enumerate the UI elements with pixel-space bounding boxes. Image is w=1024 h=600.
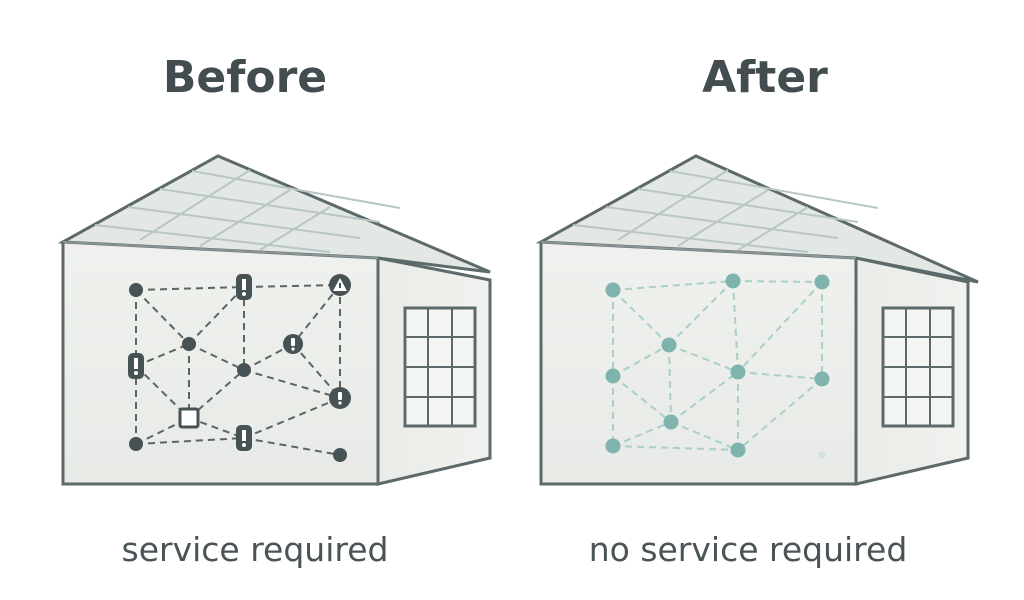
- network-nodes: [129, 283, 347, 462]
- greenhouse-after: [535, 154, 979, 486]
- sensor-node-icon: [605, 282, 621, 298]
- window: [881, 306, 955, 428]
- sensor-node-icon: [661, 337, 677, 353]
- exclamation-icon: [236, 425, 252, 451]
- exclamation-icon: [128, 353, 144, 379]
- info-icon: [329, 387, 351, 409]
- sensor-node-icon: [730, 442, 746, 458]
- sensor-node-icon: [814, 274, 830, 290]
- exclamation-icon: [236, 274, 252, 300]
- after-caption: no service required: [588, 530, 908, 569]
- before-caption: service required: [121, 530, 389, 569]
- sensor-node-icon: [725, 273, 741, 289]
- sensor-node-icon: [129, 437, 143, 451]
- sensor-node-icon: [182, 337, 196, 351]
- sensor-node-icon: [663, 414, 679, 430]
- greenhouse-before: [57, 154, 492, 486]
- window: [403, 306, 477, 428]
- sensor-node-icon: [129, 283, 143, 297]
- info-icon: [283, 334, 303, 354]
- network-links: [135, 284, 341, 456]
- sensor-node-icon: [237, 363, 251, 377]
- roof-glazing: [572, 169, 879, 253]
- sensor-node-icon: [818, 451, 826, 459]
- sensor-node-icon: [730, 364, 746, 380]
- warning-triangle-icon: [329, 274, 351, 296]
- roof-glazing: [94, 169, 401, 253]
- network-links: [612, 280, 823, 451]
- sensor-node-icon: [814, 371, 830, 387]
- sensor-node-icon: [605, 368, 621, 384]
- square-fault-icon: [178, 407, 200, 429]
- after-title: After: [702, 52, 828, 103]
- sensor-node-icon: [333, 448, 347, 462]
- before-title: Before: [162, 52, 328, 103]
- network-nodes: [605, 273, 830, 459]
- sensor-node-icon: [605, 438, 621, 454]
